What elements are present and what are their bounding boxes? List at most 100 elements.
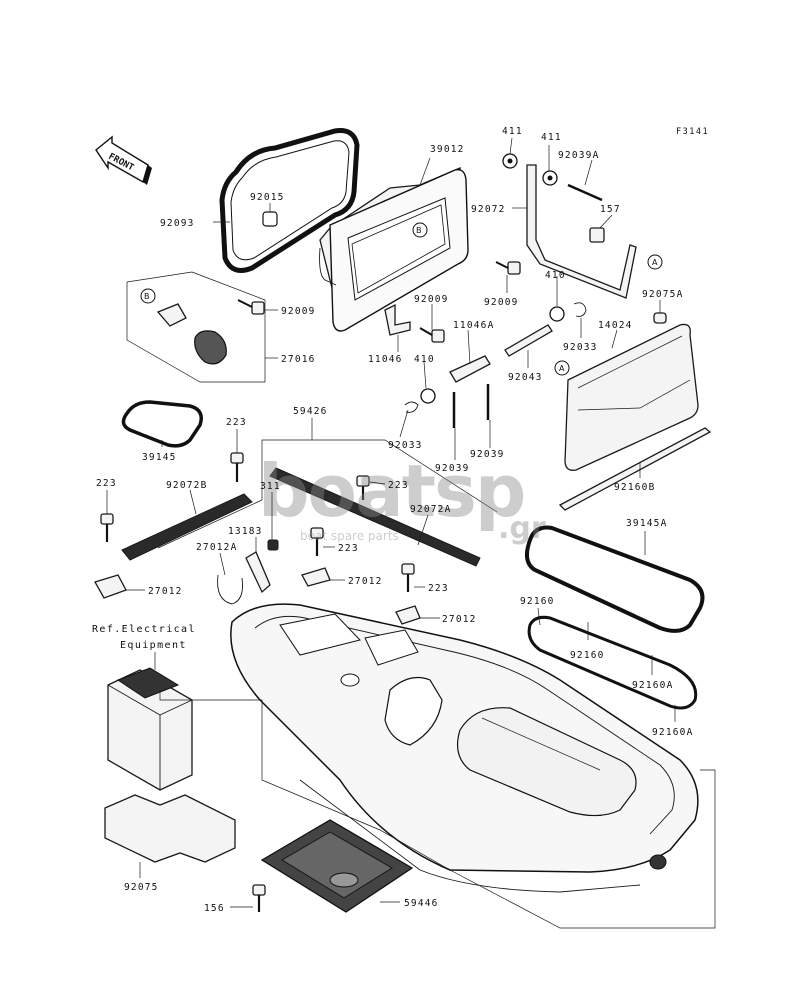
assembly-outline xyxy=(159,690,716,929)
strap-92072a xyxy=(269,467,481,567)
rod-92043 xyxy=(504,324,553,357)
part-label: 92093 xyxy=(160,218,195,229)
part-label: 92033 xyxy=(388,440,423,451)
part-label: 223 xyxy=(96,478,117,489)
part-label: 223 xyxy=(338,543,359,554)
bracket-11046 xyxy=(384,303,411,336)
part-label: 92072B xyxy=(166,480,208,491)
battery-icon xyxy=(107,667,193,791)
strap-92072 xyxy=(526,164,637,299)
part-label: 410 xyxy=(414,354,435,365)
skid-plate-59446 xyxy=(260,819,414,913)
lid-14024: A xyxy=(554,323,699,471)
washer-410 xyxy=(420,388,436,404)
nut-311 xyxy=(267,539,279,551)
part-label: 223 xyxy=(388,480,409,491)
gasket-39145a xyxy=(524,525,705,633)
part-label: 14024 xyxy=(598,320,633,331)
figure-code: F3141 xyxy=(676,127,709,137)
part-label: 59446 xyxy=(404,898,439,909)
clip-icon xyxy=(156,303,187,327)
part-label: 92160 xyxy=(520,596,555,607)
part-label: 92009 xyxy=(281,306,316,317)
pin-92039a xyxy=(567,183,603,202)
seal-92160b xyxy=(558,427,712,511)
part-label: 27016 xyxy=(281,354,316,365)
gasket-plug xyxy=(262,211,278,227)
part-label: 92039 xyxy=(470,449,505,460)
leader-lines xyxy=(106,137,676,908)
storage-bin-39012: B xyxy=(319,167,469,332)
bolt-icon xyxy=(419,327,445,343)
part-label: 410 xyxy=(545,270,566,281)
hatch-gasket-92093 xyxy=(219,128,360,273)
part-label: 92009 xyxy=(484,297,519,308)
bolt-223 xyxy=(310,527,324,556)
ubolt-27012a xyxy=(217,574,243,605)
marker-a-label: A xyxy=(559,364,565,373)
part-label: 13183 xyxy=(228,526,263,537)
bolt-157 xyxy=(589,227,605,243)
part-label: 92039A xyxy=(558,150,600,161)
bolt-223 xyxy=(100,513,114,542)
part-label: 311 xyxy=(260,481,281,492)
drain-plug-icon xyxy=(649,854,667,870)
front-arrow-icon: FRONT xyxy=(95,135,152,185)
watermark: boatsp .gr boat spare parts xyxy=(258,449,546,546)
inset-59426-outline xyxy=(261,439,498,513)
seal-ring-92160 xyxy=(527,615,698,710)
part-label: 92075A xyxy=(642,289,684,300)
part-label: 27012 xyxy=(148,586,183,597)
part-label: 156 xyxy=(204,903,225,914)
hinge-11046a xyxy=(449,355,491,383)
part-label: 92160 xyxy=(570,650,605,661)
part-label: 92009 xyxy=(414,294,449,305)
clip-92033 xyxy=(404,401,419,413)
watermark-brand: boatsp xyxy=(258,449,524,533)
clip-27012 xyxy=(395,605,421,625)
part-label: 157 xyxy=(600,204,621,215)
reference-line-1: Ref.Electrical xyxy=(92,624,196,635)
gasket-39145 xyxy=(121,400,203,448)
part-label: 92039 xyxy=(435,463,470,474)
part-label: 92072 xyxy=(471,204,506,215)
marker-b-circle xyxy=(412,222,428,238)
clip-27012 xyxy=(94,574,127,599)
part-label: 27012A xyxy=(196,542,238,553)
reference-line-2: Equipment xyxy=(120,640,187,651)
part-label: 92072A xyxy=(410,504,452,515)
latch-knob-icon xyxy=(194,330,227,365)
washer-410 xyxy=(549,306,565,322)
plate-13183 xyxy=(245,551,271,594)
part-labels: 39012 411 411 92039A 92072 157 92093 920… xyxy=(96,126,694,914)
part-label: 223 xyxy=(428,583,449,594)
bolt-156 xyxy=(252,884,266,912)
marker-a-circle xyxy=(647,254,663,270)
mat-92075 xyxy=(104,794,236,863)
clip-92033 xyxy=(573,302,587,317)
marker-a-label: A xyxy=(652,258,658,267)
hull-body xyxy=(230,603,699,893)
part-label: 92033 xyxy=(563,342,598,353)
clip-27012 xyxy=(301,567,331,587)
part-label: 39145 xyxy=(142,452,177,463)
part-label: 92015 xyxy=(250,192,285,203)
part-label: 411 xyxy=(502,126,523,137)
bolt-icon xyxy=(237,299,265,315)
part-label: 411 xyxy=(541,132,562,143)
bolt-223 xyxy=(230,452,244,482)
part-label: 11046A xyxy=(453,320,495,331)
part-label: 223 xyxy=(226,417,247,428)
part-label: 92160B xyxy=(614,482,656,493)
part-label: 27012 xyxy=(348,576,383,587)
part-label: 92160A xyxy=(652,727,694,738)
part-label: 59426 xyxy=(293,406,328,417)
part-label: 39145A xyxy=(626,518,668,529)
part-label: 92075 xyxy=(124,882,159,893)
marker-b-label: B xyxy=(416,226,422,235)
part-label: 27012 xyxy=(442,614,477,625)
bolt-223 xyxy=(401,563,415,592)
bolt-223 xyxy=(356,475,370,500)
